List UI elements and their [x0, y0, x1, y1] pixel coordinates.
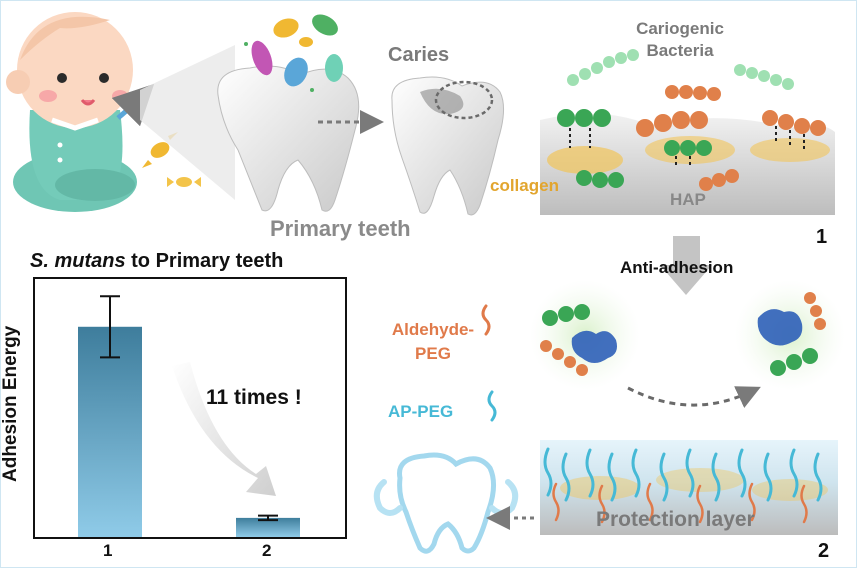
bar-2 [236, 517, 300, 537]
chart-title-rest: to Primary teeth [125, 250, 284, 272]
hap-label: HAP [670, 190, 706, 209]
bacteria-cluster [244, 14, 343, 92]
chart-tick-1: 1 [103, 541, 113, 560]
ap-peg-label: AP-PEG [388, 402, 454, 421]
panel1-bacteria [557, 49, 826, 191]
panel-2-number: 2 [818, 540, 830, 562]
chart-ylabel: Adhesion Energy [0, 325, 21, 482]
zoom-wedge [140, 45, 235, 200]
protection-layer-block [540, 440, 838, 535]
protection-layer-label: Protection layer [596, 508, 755, 531]
panel-1-number: 1 [816, 226, 828, 248]
chart-annotation: 11 times ! [206, 386, 302, 409]
primary-teeth-label: Primary teeth [270, 216, 411, 241]
candy-icon [142, 132, 201, 187]
aldehyde-label-line2: PEG [415, 344, 451, 363]
cariogenic-bacteria-label: Cariogenic Bacteria [620, 18, 740, 62]
anti-adhesion-arrow [660, 236, 712, 295]
cariogenic-label-line2: Bacteria [646, 41, 714, 60]
collagen-label: collagen [490, 176, 559, 195]
chart-tick-2: 2 [262, 541, 272, 560]
primary-tooth-icon [217, 65, 360, 212]
aldehyde-peg-label: Aldehyde- PEG [385, 318, 481, 366]
bar-1 [78, 326, 142, 537]
baby-illustration [6, 12, 155, 212]
bar-chart [33, 277, 347, 539]
repel-arrow [627, 386, 761, 408]
anti-adhesion-label: Anti-adhesion [620, 258, 734, 277]
chart-title-species: S. mutans [30, 250, 126, 272]
caries-label: Caries [388, 44, 450, 66]
cariogenic-label-line1: Cariogenic [636, 19, 724, 38]
caries-tooth-icon [391, 76, 504, 216]
decrease-arrow [172, 362, 276, 496]
ap-peg-icon [487, 390, 497, 422]
aldehyde-peg-icon [481, 304, 491, 336]
chart-plot-area [33, 277, 347, 539]
panel2-bacteria [540, 292, 826, 376]
aldehyde-label-line1: Aldehyde- [391, 320, 475, 339]
chart-title: S. mutans to Primary teeth [30, 250, 283, 273]
protected-tooth-icon [373, 452, 519, 554]
